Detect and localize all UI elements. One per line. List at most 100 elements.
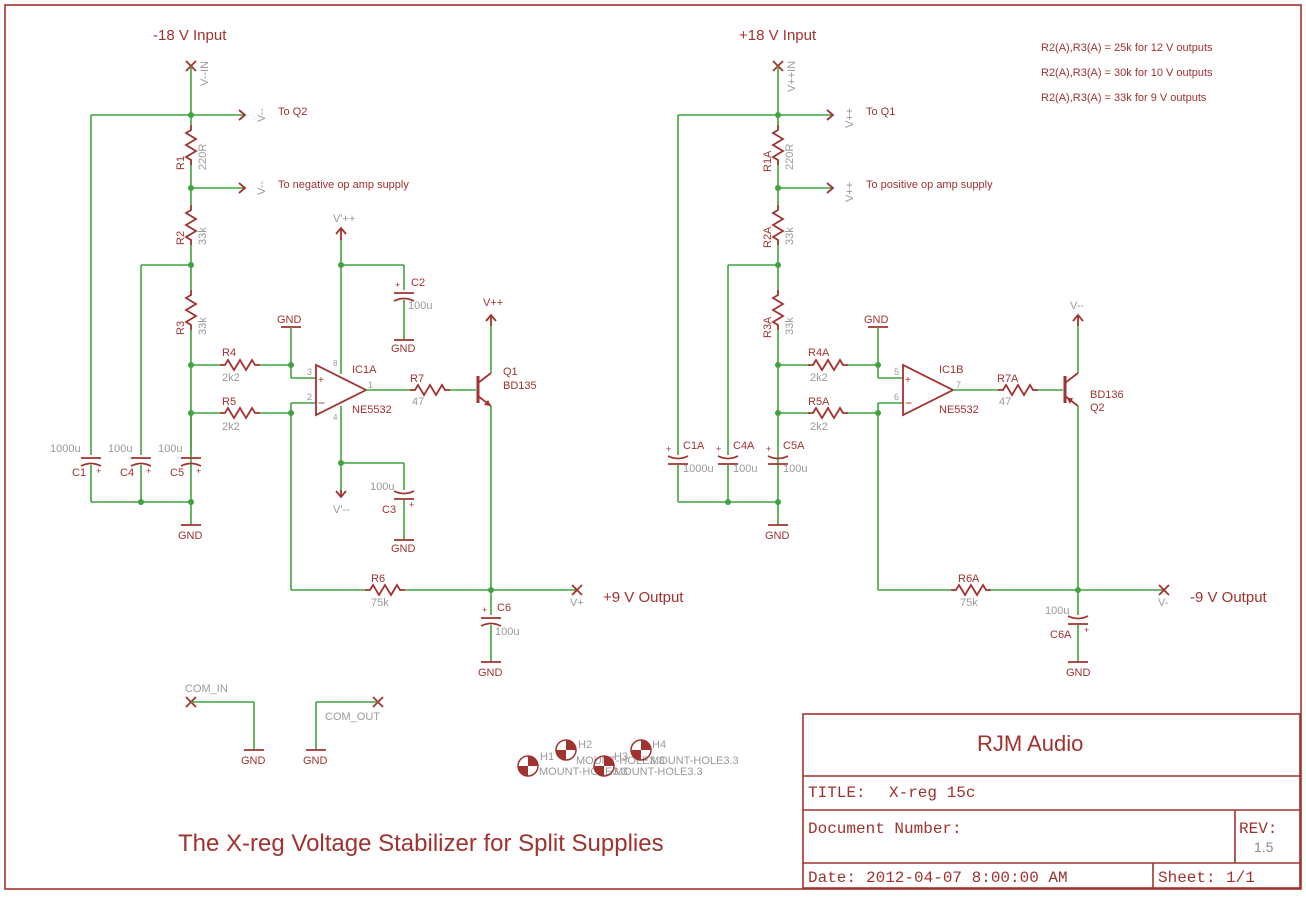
pos-input-label: +18 V Input <box>739 27 817 44</box>
r1-name: R1 <box>175 156 187 170</box>
ic1b-value: NE5532 <box>939 404 979 416</box>
c4a-name: C4A <box>733 440 755 452</box>
neg-opamp-label: To negative op amp supply <box>278 179 409 191</box>
c4a-value: 100u <box>733 463 757 475</box>
c2-name: C2 <box>411 277 425 289</box>
r3-name: R3 <box>175 321 187 335</box>
svg-text:4: 4 <box>333 413 338 422</box>
r2a-resistor <box>772 204 784 246</box>
svg-text:1: 1 <box>368 380 373 390</box>
r1a-name: R1A <box>762 150 774 172</box>
svg-text:−: − <box>318 396 325 410</box>
ic1a-name: IC1A <box>352 364 377 376</box>
c5a-name: C5A <box>783 440 805 452</box>
com-terminals: COM_IN GND COM_OUT GND <box>185 683 384 767</box>
mount-hole-h4: H4 MOUNT-HOLE3.3 <box>630 739 739 767</box>
com-in-net: COM_IN <box>185 683 228 695</box>
gnd-label-c6: GND <box>478 667 503 679</box>
svg-text:5: 5 <box>894 367 899 377</box>
r7-value: 47 <box>412 396 424 408</box>
tb-title-label: TITLE: <box>808 784 866 802</box>
q2-value: BD136 <box>1090 389 1124 401</box>
vpmm-net: V'-- <box>333 504 350 516</box>
svg-text:6: 6 <box>894 392 899 402</box>
svg-text:7: 7 <box>956 380 961 390</box>
gnd-label-1: GND <box>277 314 302 326</box>
c1-value: 1000u <box>50 443 81 455</box>
r1-value: 220R <box>197 144 209 170</box>
com-out-net: COM_OUT <box>325 711 380 723</box>
tb-rev-label: REV: <box>1239 820 1277 838</box>
r3-value: 33k <box>197 317 209 335</box>
gnd-label-c6a: GND <box>1066 667 1091 679</box>
v-plus-net: V+ <box>570 597 584 609</box>
svg-text:−: − <box>905 396 912 410</box>
sheet-border <box>4 4 1302 890</box>
vpp-net-r2: V++ <box>844 182 856 202</box>
svg-text:+: + <box>1084 625 1089 635</box>
svg-text:+: + <box>766 444 771 454</box>
c4-capacitor <box>130 457 152 467</box>
r3a-value: 33k <box>784 317 796 335</box>
v-mm-net-2: V-- <box>256 181 268 195</box>
mount-hole-h3: H3 MOUNT-HOLE3.3 <box>593 751 703 778</box>
r6a-value: 75k <box>960 597 978 609</box>
left-circuit: -18 V Input V--IN V-- To Q2 R1 220R V-- … <box>50 27 684 679</box>
r1-resistor <box>185 124 197 166</box>
r5-resistor <box>219 407 261 419</box>
r4-name: R4 <box>222 347 236 359</box>
r2a-value: 33k <box>784 227 796 245</box>
c1a-value: 1000u <box>683 463 714 475</box>
r2-value: 33k <box>197 227 209 245</box>
svg-text:H2: H2 <box>578 739 592 751</box>
tb-date-value: 2012-04-07 8:00:00 AM <box>866 869 1068 887</box>
svg-text:MOUNT-HOLE3.3: MOUNT-HOLE3.3 <box>539 766 628 778</box>
tb-docnum-label: Document Number: <box>808 820 962 838</box>
svg-text:3: 3 <box>307 367 312 377</box>
vpp-q1-net: V++ <box>483 297 503 309</box>
c1-name: C1 <box>72 467 86 479</box>
mount-hole-h1: H1 MOUNT-HOLE3.3 <box>517 751 628 778</box>
r6-resistor <box>364 584 406 596</box>
gnd-label-r1: GND <box>864 314 889 326</box>
neg-output-label: -9 V Output <box>1190 589 1268 606</box>
gnd-label-c2: GND <box>391 343 416 355</box>
r3a-name: R3A <box>762 316 774 338</box>
svg-text:+: + <box>716 444 721 454</box>
r5a-resistor <box>807 407 849 419</box>
vpp-net-r1: V++ <box>844 108 856 128</box>
vmm-q2-net: V-- <box>1070 300 1084 312</box>
v-minus-in-net: V--IN <box>199 61 211 86</box>
c5a-value: 100u <box>783 463 807 475</box>
r5a-name: R5A <box>808 396 830 408</box>
c6a-value: 100u <box>1045 605 1069 617</box>
to-q2-label: To Q2 <box>278 106 307 118</box>
c6-value: 100u <box>495 626 519 638</box>
r6a-name: R6A <box>958 573 980 585</box>
gnd-label-com-out: GND <box>303 755 328 767</box>
r7a-resistor <box>997 384 1039 396</box>
mount-holes: H1 MOUNT-HOLE3.3 H2 MOUNT-HOLE3.3 H3 MOU… <box>517 739 739 778</box>
tb-date-label: Date: <box>808 869 856 887</box>
c6-capacitor <box>480 617 502 627</box>
svg-text:+: + <box>196 466 201 476</box>
pos-output-label: +9 V Output <box>603 589 684 606</box>
c2-value: 100u <box>408 300 432 312</box>
note-2: R2(A),R3(A) = 30k for 10 V outputs <box>1041 67 1213 79</box>
ic1a-value: NE5532 <box>352 404 392 416</box>
c4-name: C4 <box>120 467 134 479</box>
svg-text:+: + <box>318 375 324 386</box>
c1-capacitor <box>80 457 102 467</box>
tb-sheet-label: Sheet: <box>1158 869 1216 887</box>
svg-text:+: + <box>482 605 487 615</box>
r3a-resistor <box>772 289 784 331</box>
svg-text:+: + <box>395 280 400 290</box>
tb-title-value: X-reg 15c <box>889 784 975 802</box>
gnd-label-bank: GND <box>178 530 203 542</box>
svg-text:H1: H1 <box>540 751 554 763</box>
tb-sheet-value: 1/1 <box>1226 869 1255 887</box>
q1-value: BD135 <box>503 380 537 392</box>
r1a-value: 220R <box>784 144 796 170</box>
